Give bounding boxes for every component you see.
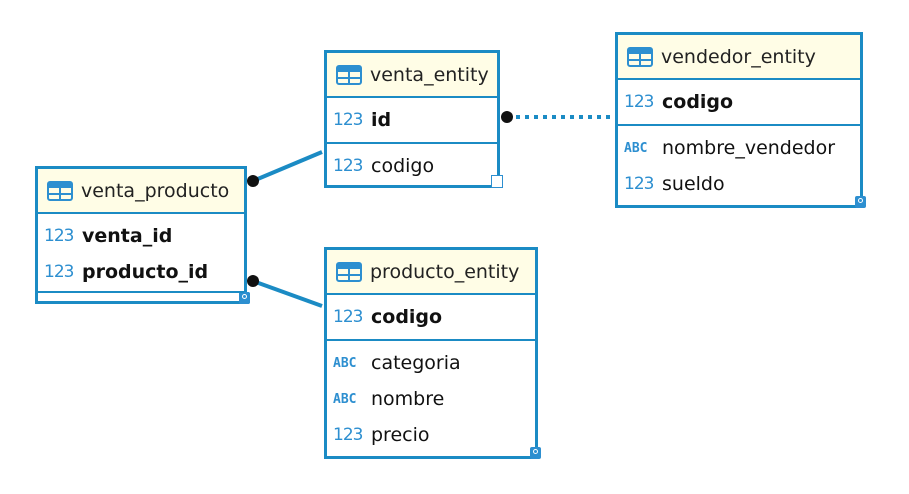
columns-section: ABC categoria ABC nombre 123 precio — [327, 341, 535, 457]
numeric-icon: 123 — [624, 174, 654, 194]
table-icon — [336, 64, 362, 85]
entity-title: producto_entity — [370, 260, 520, 283]
column-name: sueldo — [662, 173, 725, 195]
relation-end-dot — [501, 111, 513, 123]
numeric-key-icon: 123 — [327, 307, 541, 459]
column-row[interactable]: 123 precio — [327, 417, 535, 453]
entity-title: venta_entity — [370, 63, 489, 86]
relation-end-dot — [247, 175, 259, 187]
text-icon: ABC — [333, 355, 357, 371]
column-name: venta_id — [82, 225, 173, 247]
column-name: id — [371, 109, 392, 131]
column-name: codigo — [371, 155, 435, 177]
column-row[interactable]: 123 codigo — [327, 299, 541, 459]
column-name: codigo — [371, 306, 443, 328]
key-columns-section: 123 codigo — [618, 80, 866, 208]
relation-end-dot — [247, 275, 259, 287]
column-row[interactable]: ABC categoria — [327, 345, 535, 381]
relation-venta-producto-producto[interactable] — [252, 279, 323, 308]
numeric-ref-icon: 123 — [327, 156, 503, 188]
numeric-key-icon: 123 — [327, 110, 503, 188]
entity-vendedor-entity[interactable]: vendedor_entity 123 codigo ABC nombre_ve… — [615, 32, 866, 208]
table-icon — [627, 46, 653, 67]
column-row[interactable]: 123 sueldo — [618, 166, 860, 202]
entity-title: vendedor_entity — [661, 45, 816, 68]
entity-header[interactable]: venta_producto — [38, 169, 244, 214]
column-row[interactable]: ABC nombre — [327, 381, 535, 417]
entity-venta-entity[interactable]: venta_entity 123 id 123 codigo — [324, 50, 503, 188]
column-name: codigo — [662, 91, 734, 113]
text-icon: ABC — [624, 140, 648, 156]
numeric-key-icon: 123 — [38, 226, 250, 304]
column-name: producto_id — [82, 261, 209, 283]
key-columns-section: 123 codigo — [327, 295, 541, 459]
table-icon — [47, 180, 73, 201]
column-row[interactable]: ABC nombre_vendedor — [618, 130, 860, 166]
entity-header[interactable]: vendedor_entity — [618, 35, 860, 80]
column-row[interactable]: 123 id — [327, 102, 503, 188]
relation-venta-producto-venta[interactable] — [252, 150, 323, 183]
column-row[interactable]: 123 codigo — [618, 84, 866, 208]
column-name: nombre — [371, 388, 445, 410]
column-row[interactable]: 123 venta_id — [38, 218, 250, 304]
column-row[interactable]: 123 producto_id — [38, 254, 250, 304]
column-name: categoria — [371, 352, 461, 374]
columns-section: 123 codigo — [327, 144, 503, 188]
text-icon: ABC — [333, 391, 357, 407]
column-name: precio — [371, 424, 430, 446]
columns-section: ABC nombre_vendedor 123 sueldo — [618, 126, 860, 206]
entity-header[interactable]: producto_entity — [327, 250, 535, 295]
entity-producto-entity[interactable]: producto_entity 123 codigo ABC categoria… — [324, 247, 541, 459]
key-columns-section: 123 venta_id 123 producto_id — [38, 214, 250, 304]
numeric-key-icon: 123 — [618, 92, 866, 208]
column-name: nombre_vendedor — [662, 137, 836, 159]
entity-venta-producto[interactable]: venta_producto 123 venta_id 123 producto… — [35, 166, 250, 304]
table-icon — [336, 261, 362, 282]
entity-header[interactable]: venta_entity — [327, 53, 497, 98]
numeric-icon: 123 — [333, 425, 363, 445]
numeric-key-icon: 123 — [38, 262, 250, 304]
key-columns-section: 123 id — [327, 98, 503, 188]
column-row[interactable]: 123 codigo — [327, 148, 503, 188]
footer-divider — [38, 291, 244, 293]
entity-title: venta_producto — [81, 179, 230, 202]
